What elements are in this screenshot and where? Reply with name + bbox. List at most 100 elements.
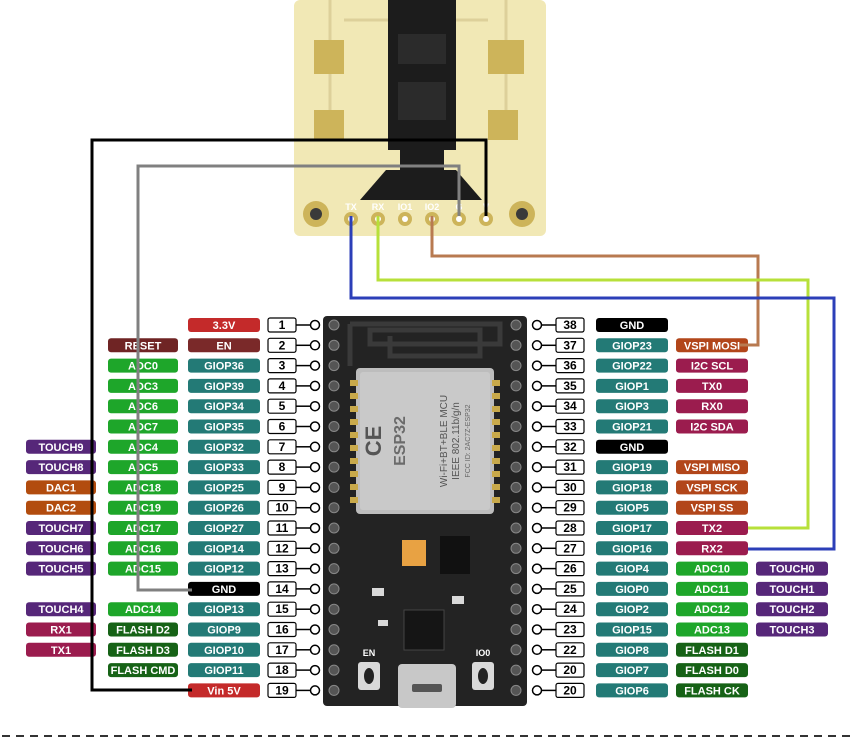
pin-connector-dot: [309, 340, 321, 351]
pin-label-text: GIOP17: [612, 523, 652, 535]
pin-label-text: Vin 5V: [207, 685, 241, 697]
pin-number-box: [555, 398, 585, 414]
pin-label-text: TOUCH4: [38, 604, 84, 616]
pin-number: 19: [275, 683, 289, 697]
sensor-pin-label: RX: [372, 202, 385, 212]
pin-connector-dot: [531, 482, 543, 493]
pin-label-giop22: [596, 358, 668, 373]
pin-connector-dot: [309, 685, 321, 696]
pin-label-adc14: [108, 602, 178, 617]
pin-label-text: GIOP9: [207, 625, 241, 637]
pin-connector-dot: [531, 583, 543, 595]
pin-label-touch1: [756, 581, 828, 596]
pin-connector-dot: [531, 664, 543, 676]
pin-label-adc3: [108, 378, 178, 393]
pin-label-giop9: [188, 622, 260, 637]
pin-connector-dot: [531, 685, 543, 696]
sensor-ic-strip: [388, 0, 456, 150]
pin-label-text: GIOP5: [615, 503, 649, 515]
pin-connector-dot: [531, 380, 543, 392]
pin-number: 23: [563, 623, 577, 637]
pin-number: 15: [275, 602, 289, 616]
pin-number: 24: [563, 602, 577, 616]
board-header-pin: [510, 522, 522, 534]
wire-blue-tx: [349, 216, 836, 551]
pin-label-text: TOUCH5: [38, 564, 83, 576]
pin-connector-dot: [309, 583, 321, 595]
pin-connector-dot: [531, 441, 543, 453]
board-header-pin: [510, 664, 522, 676]
pin-label-giop39: [188, 378, 260, 393]
pin-connector-dot: [531, 522, 543, 534]
pin-label-i2c-scl: [676, 358, 748, 373]
board-header-pin: [328, 522, 340, 534]
pin-number: 4: [279, 379, 286, 393]
pin-number-box: [555, 500, 585, 516]
pin-label-text: GIOP25: [204, 482, 244, 494]
pin-label-adc12: [676, 602, 748, 617]
board-header-pin: [328, 400, 340, 412]
board-header-pin: [510, 502, 522, 514]
module-pad: [350, 471, 358, 477]
pin-label-text: GIOP2: [615, 604, 649, 616]
pin-label-text: GND: [212, 584, 237, 596]
sensor-header-base: [360, 170, 482, 200]
pin-label-adc0: [108, 358, 178, 373]
pin-label-giop19: [596, 460, 668, 475]
pin-connector-dot: [531, 461, 543, 473]
pin-label-giop33: [188, 460, 260, 475]
pin-label-touch6: [26, 541, 96, 556]
sensor-pin-hole: [456, 216, 462, 222]
pin-label-giop7: [596, 663, 668, 678]
pin-label-text: TOUCH1: [769, 584, 814, 596]
pin-number: 29: [563, 501, 577, 515]
pin-number: 3: [279, 359, 286, 373]
board-header-pin: [328, 339, 340, 351]
ce-mark: CE: [361, 426, 386, 457]
pin-number: 7: [279, 440, 286, 454]
module-pad: [492, 393, 500, 399]
pin-label-text: GIOP15: [612, 625, 652, 637]
pin-connector-dot: [309, 441, 321, 453]
pin-number: 32: [563, 440, 577, 454]
wire-black-vin: [90, 138, 488, 692]
pin-label-text: ADC11: [694, 584, 729, 596]
pin-number: 10: [275, 501, 289, 515]
pin-label-text: ADC15: [125, 564, 161, 576]
pin-number: 28: [563, 521, 577, 535]
pin-number-box: [555, 682, 585, 699]
pin-number: 30: [563, 480, 577, 494]
pin-number: 6: [279, 420, 286, 434]
pin-number: 25: [563, 582, 577, 596]
pin-number-box: [555, 358, 585, 374]
pin-label-text: TOUCH9: [38, 442, 83, 454]
pin-connector-dot: [531, 319, 543, 331]
board-header-pin: [328, 664, 340, 676]
board-header-pin: [510, 481, 522, 493]
pin-label-text: GIOP23: [612, 340, 652, 352]
pin-connector-dot: [531, 360, 543, 371]
antenna-trace: [347, 321, 503, 366]
pin-label-gnd: [188, 581, 260, 596]
pin-label-adc10: [676, 561, 748, 576]
pin-label-en: [188, 338, 260, 353]
pin-connector-dot: [309, 664, 321, 676]
pin-label-giop2: [596, 602, 668, 617]
sensor-pin-label: TX: [345, 202, 357, 212]
board-header-pin: [328, 502, 340, 514]
pin-label-text: GIOP12: [204, 564, 244, 576]
module-pad: [492, 458, 500, 464]
pin-label-text: GIOP13: [204, 604, 244, 616]
